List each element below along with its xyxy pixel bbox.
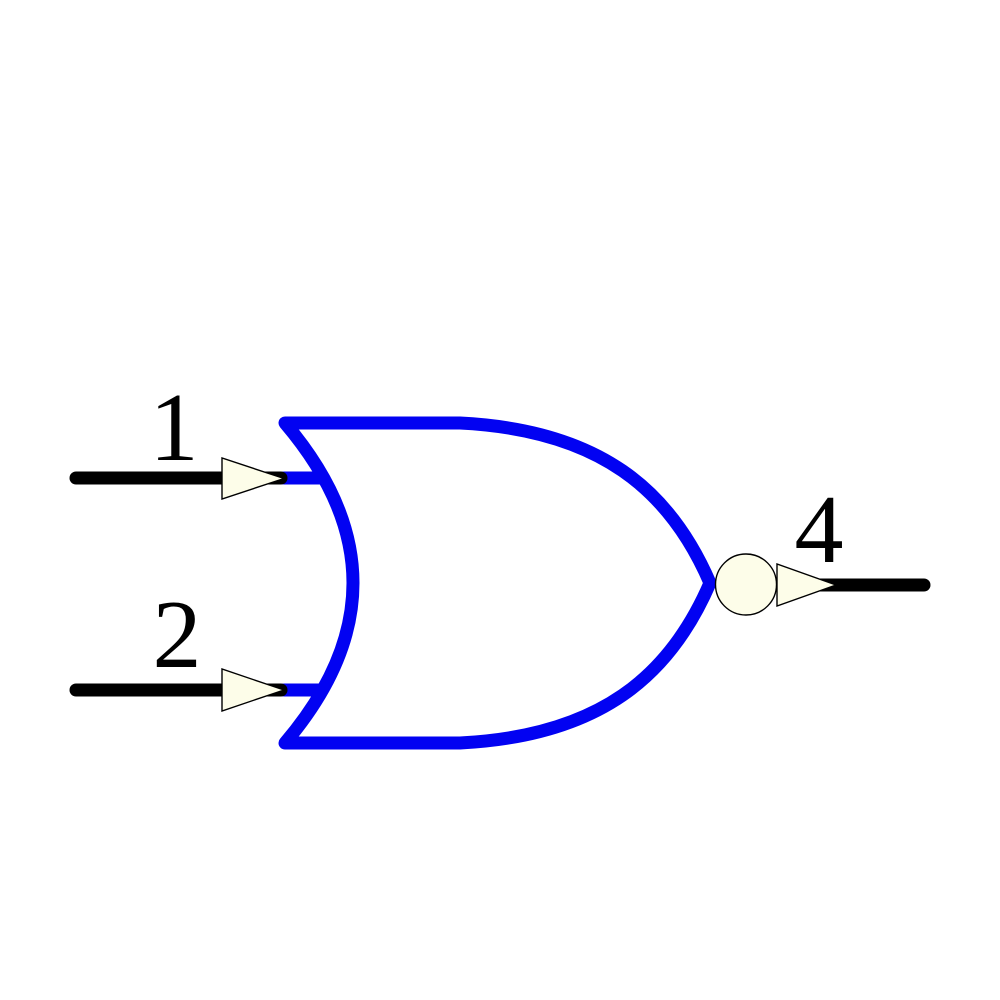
output-pin-label: 4 xyxy=(795,476,844,584)
output-pin-triangle-icon xyxy=(776,563,839,607)
input-1-pin-label: 1 xyxy=(150,374,199,482)
input-2-pin-triangle-icon xyxy=(221,668,287,712)
gate-body-outline xyxy=(278,416,717,750)
input-1-pin-triangle-icon xyxy=(221,457,287,500)
inversion-bubble-icon xyxy=(714,553,778,616)
nor-gate-symbol: 1 2 4 xyxy=(69,374,931,750)
input-2-pin-label: 2 xyxy=(153,581,202,689)
